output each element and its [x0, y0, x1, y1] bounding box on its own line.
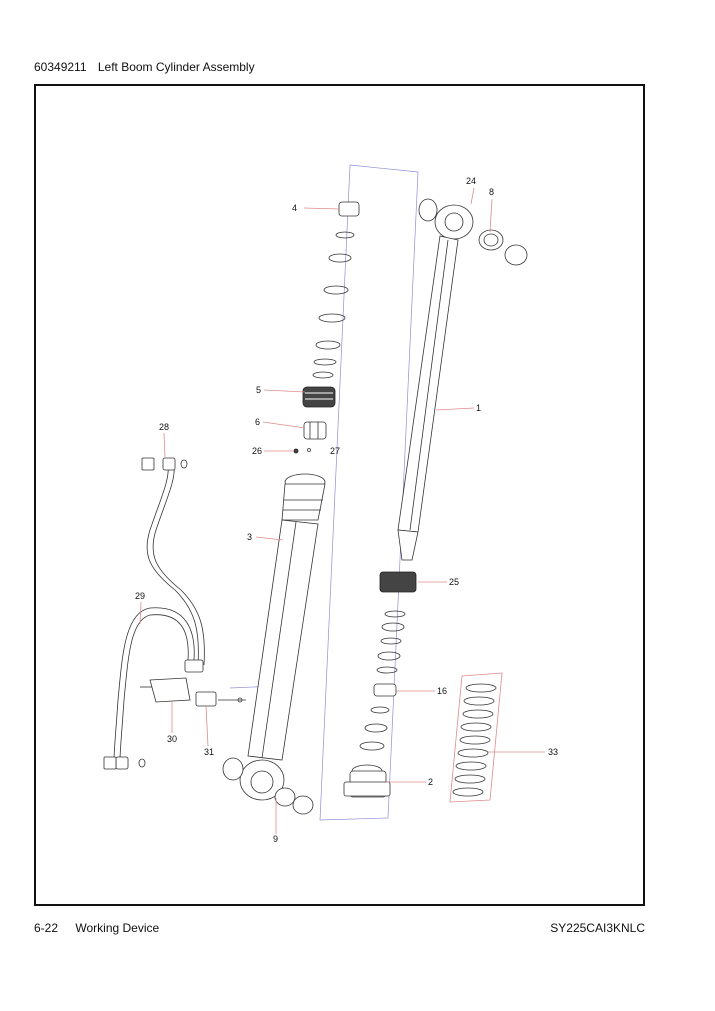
piston-nut	[303, 421, 327, 440]
clamp-assembly	[140, 677, 246, 707]
callout-31: 31	[204, 747, 214, 757]
cylinder-tube	[222, 473, 326, 815]
seal-kit	[449, 672, 503, 803]
callout-3: 3	[247, 532, 252, 542]
seal-stack-upper	[312, 201, 360, 379]
piston	[302, 386, 336, 408]
part-number: 60349211	[34, 60, 87, 74]
page-title: Left Boom Cylinder Assembly	[97, 60, 255, 74]
callout-16: 16	[437, 686, 447, 696]
callout-1: 1	[476, 403, 481, 413]
ball	[307, 448, 311, 452]
callout-2: 2	[428, 777, 433, 787]
drawing-frame	[34, 84, 645, 906]
piston-rod	[397, 198, 528, 561]
seal-kit-lower	[359, 571, 417, 751]
callout-33: 33	[548, 747, 558, 757]
section-name: Working Device	[75, 921, 160, 935]
set-screw	[293, 448, 299, 454]
callout-24: 24	[466, 176, 476, 186]
callout-29: 29	[135, 591, 145, 601]
callout-8: 8	[489, 187, 494, 197]
callout-4: 4	[292, 203, 297, 213]
page-number: 6-22	[34, 921, 59, 935]
callout-30: 30	[167, 734, 177, 744]
page-footer-left: 6-22 Working Device	[34, 921, 159, 935]
cylinder-head	[343, 764, 391, 798]
callout-9: 9	[273, 834, 278, 844]
assembly-centerline	[319, 164, 419, 821]
callout-27: 27	[330, 446, 340, 456]
callout-28: 28	[159, 422, 169, 432]
leader-lines	[139, 187, 545, 834]
pipe-assembly	[103, 457, 205, 770]
model-code: SY225CAI3KNLC	[550, 921, 645, 935]
page-header: 60349211 Left Boom Cylinder Assembly	[34, 60, 255, 74]
callout-6: 6	[255, 417, 260, 427]
callout-26: 26	[252, 446, 262, 456]
callout-25: 25	[449, 577, 459, 587]
callout-5: 5	[256, 385, 261, 395]
